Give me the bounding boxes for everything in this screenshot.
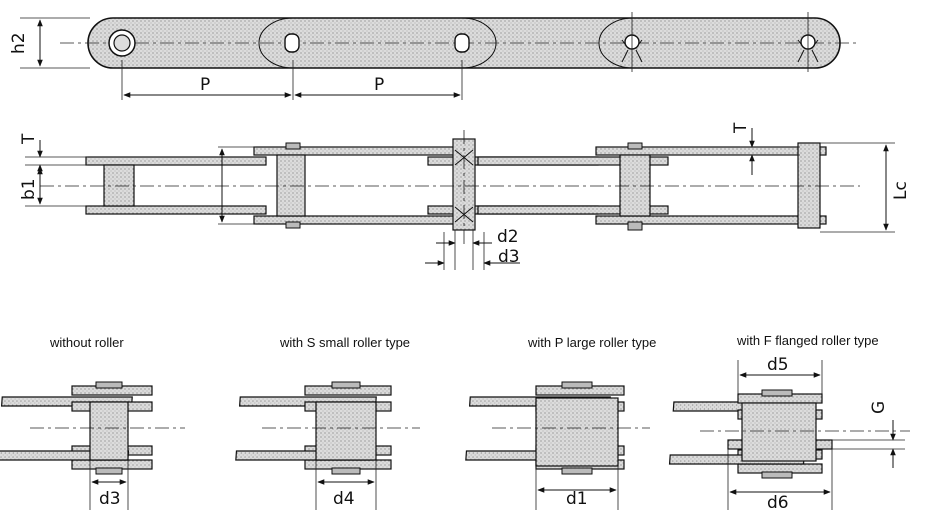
label-d3: d3 [498, 247, 520, 267]
label-t-right: T [731, 122, 751, 134]
plan-view-chain [25, 128, 895, 270]
roller [103, 164, 135, 207]
variant-small-roller [235, 381, 420, 510]
label-variant-4-d5: d5 [767, 355, 789, 375]
roller [276, 154, 306, 217]
label-variant-4-d6: d6 [767, 493, 789, 512]
label-variant-4-g: G [869, 401, 889, 414]
variant-flanged-roller [668, 360, 910, 510]
side-view-plates [20, 12, 860, 100]
label-lc: Lc [891, 181, 911, 200]
caption-small-roller: with S small roller type [280, 335, 411, 350]
roller [797, 142, 821, 229]
label-variant-3-dim: d1 [566, 489, 588, 509]
label-h2: h2 [9, 32, 29, 54]
caption-large-roller: with P large roller type [528, 335, 657, 350]
label-d2: d2 [497, 227, 519, 247]
caption-flanged-roller: with F flanged roller type [737, 333, 879, 348]
variant-without-roller [0, 381, 185, 510]
label-variant-1-dim: d3 [99, 489, 121, 509]
label-b1: b1 [19, 178, 39, 200]
variant-large-roller [465, 381, 650, 510]
caption-without-roller: without roller [50, 335, 124, 350]
label-pitch-1: P [200, 75, 210, 95]
bushing-inner [113, 34, 131, 52]
label-variant-2-dim: d4 [333, 489, 355, 509]
pin-hole [284, 33, 300, 53]
plate-joint-arc [258, 17, 294, 69]
pin-hole [454, 33, 470, 53]
label-t-left: T [19, 133, 39, 145]
roller [619, 154, 651, 217]
label-pitch-2: P [374, 75, 384, 95]
